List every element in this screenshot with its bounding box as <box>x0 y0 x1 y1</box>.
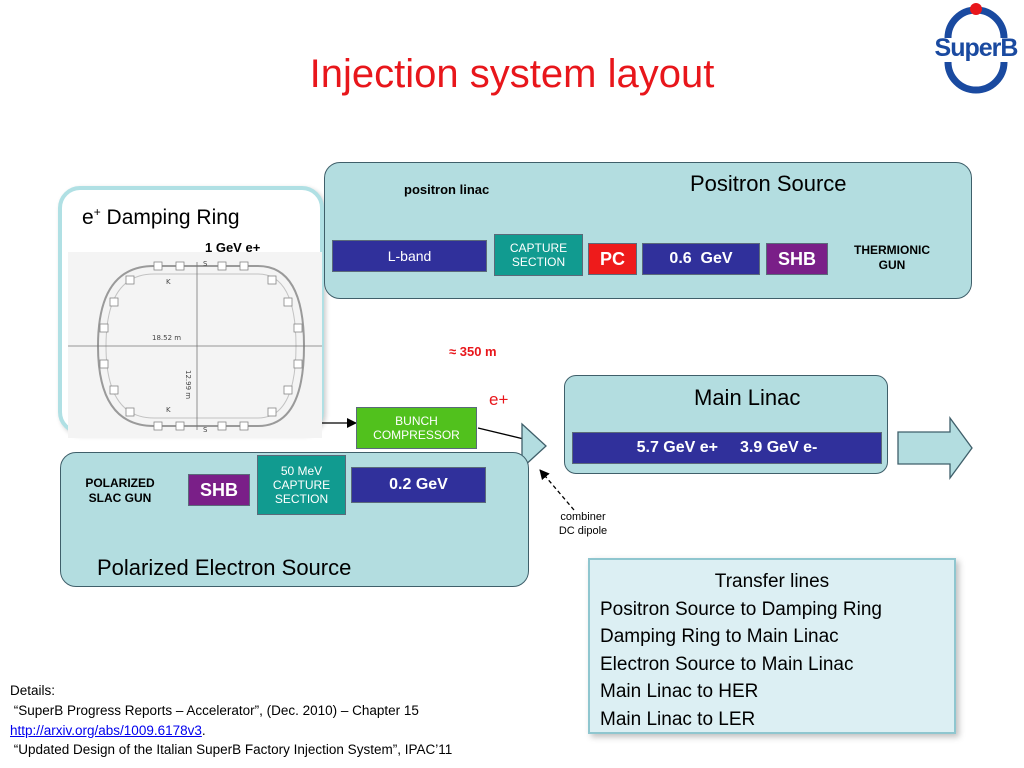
details-block: Details: “SuperB Progress Reports – Acce… <box>10 681 452 760</box>
damping-ring-title-rest: Damping Ring <box>100 206 240 229</box>
l-band-block: L-band <box>332 240 487 272</box>
transfer-line-item: Main Linac to LER <box>600 708 756 730</box>
main-linac-positron-energy: 5.7 GeV e+ <box>636 439 718 456</box>
details-heading: Details: <box>10 683 56 698</box>
positron-linac-label: positron linac <box>404 182 490 197</box>
thermionic-gun-label: THERMIONIC GUN <box>840 243 944 273</box>
slide-title: Injection system layout <box>309 52 715 96</box>
bunch-compressor-line-2: COMPRESSOR <box>373 428 460 442</box>
positron-energy-block: 0.6 GeV <box>642 243 760 275</box>
transfer-line-item: Damping Ring to Main Linac <box>600 626 839 647</box>
combiner-pointer <box>539 469 575 511</box>
details-ref-1-link[interactable]: http://arxiv.org/abs/1009.6178v3 <box>10 722 202 738</box>
pc-label: PC <box>599 248 625 269</box>
slac-gun-line-1: POLARIZED <box>85 476 155 490</box>
positron-shb-block: SHB <box>766 243 828 275</box>
pc-block: PC <box>588 243 637 275</box>
electron-source-title: Polarized Electron Source <box>97 555 352 580</box>
electron-capture-section-block: 50 MeV CAPTURE SECTION <box>257 455 346 515</box>
electron-energy-block: 0.2 GeV <box>351 467 486 503</box>
combiner-label-line-1: combiner <box>560 511 606 523</box>
l-band-label: L-band <box>387 248 432 264</box>
electron-shb-block: SHB <box>188 474 250 506</box>
transfer-lines-box: Transfer lines Positron Source to Dampin… <box>588 558 956 734</box>
electron-capture-line-1: 50 MeV <box>280 464 323 478</box>
positron-capture-section-block: CAPTURE SECTION <box>494 234 583 276</box>
ring-marker-s-top: S <box>203 260 208 268</box>
thermionic-gun-line-1: THERMIONIC <box>854 243 930 257</box>
positron-capture-line-1: CAPTURE <box>509 241 568 255</box>
ring-marker-s-bottom: S <box>203 426 208 434</box>
logo-text: SuperB <box>934 34 1019 62</box>
damping-ring-title-sup: + <box>93 205 101 219</box>
ring-dim-horizontal: 18.52 m <box>152 334 181 342</box>
positron-shb-label: SHB <box>777 248 816 269</box>
damping-ring-title-prefix: e <box>82 206 94 229</box>
details-ref-1-link-suffix: . <box>201 722 206 738</box>
bunch-compressor-line-1: BUNCH <box>395 414 438 428</box>
electron-capture-line-2: CAPTURE <box>272 478 331 492</box>
ring-marker-k-bottom: K <box>166 406 171 414</box>
details-ref-2: “Updated Design of the Italian SuperB Fa… <box>10 742 453 758</box>
main-linac-electron-energy: 3.9 GeV e- <box>740 439 818 456</box>
ring-input-label: 1 GeV e+ <box>205 240 261 255</box>
positron-capture-line-2: SECTION <box>511 255 566 269</box>
distance-label: ≈ 350 m <box>449 344 497 359</box>
positron-source-panel <box>324 162 972 299</box>
positron-source-title: Positron Source <box>690 171 847 196</box>
thermionic-gun-line-2: GUN <box>878 258 906 272</box>
slac-gun-label: POLARIZED SLAC GUN <box>70 476 170 506</box>
main-linac-energy-block: 5.7 GeV e+ 3.9 GeV e- <box>572 432 882 464</box>
combiner-triangle <box>521 422 547 470</box>
slac-gun-line-2: SLAC GUN <box>88 491 152 505</box>
electron-capture-line-3: SECTION <box>274 492 329 506</box>
ring-marker-k-top: K <box>166 278 171 286</box>
superb-logo-icon <box>944 3 1008 94</box>
combiner-label: combiner DC dipole <box>548 510 618 538</box>
details-ref-1-link-line: http://arxiv.org/abs/1009.6178v3. <box>10 721 452 741</box>
main-linac-title: Main Linac <box>694 385 801 410</box>
output-arrow <box>897 416 973 480</box>
positron-label: e+ <box>489 390 509 409</box>
damping-ring-title: e+ Damping Ring <box>82 205 240 230</box>
transfer-line-item: Electron Source to Main Linac <box>600 653 854 675</box>
transfer-line-item: Main Linac to HER <box>600 681 759 702</box>
combiner-label-line-2: DC dipole <box>558 525 608 537</box>
details-ref-1: “SuperB Progress Reports – Accelerator”,… <box>10 702 419 718</box>
bunch-compressor-block: BUNCH COMPRESSOR <box>356 407 477 449</box>
damping-ring-drawing: S S K K 18.52 m 12.99 m <box>68 252 322 438</box>
electron-shb-label: SHB <box>199 479 238 500</box>
transfer-lines-title: Transfer lines <box>714 571 830 592</box>
superb-logo: SuperB <box>928 0 1024 96</box>
ring-dim-vertical: 12.99 m <box>184 370 192 399</box>
positron-energy-label: 0.6 GeV <box>669 250 733 267</box>
electron-energy-label: 0.2 GeV <box>389 476 448 493</box>
transfer-line-item: Positron Source to Damping Ring <box>600 598 882 620</box>
